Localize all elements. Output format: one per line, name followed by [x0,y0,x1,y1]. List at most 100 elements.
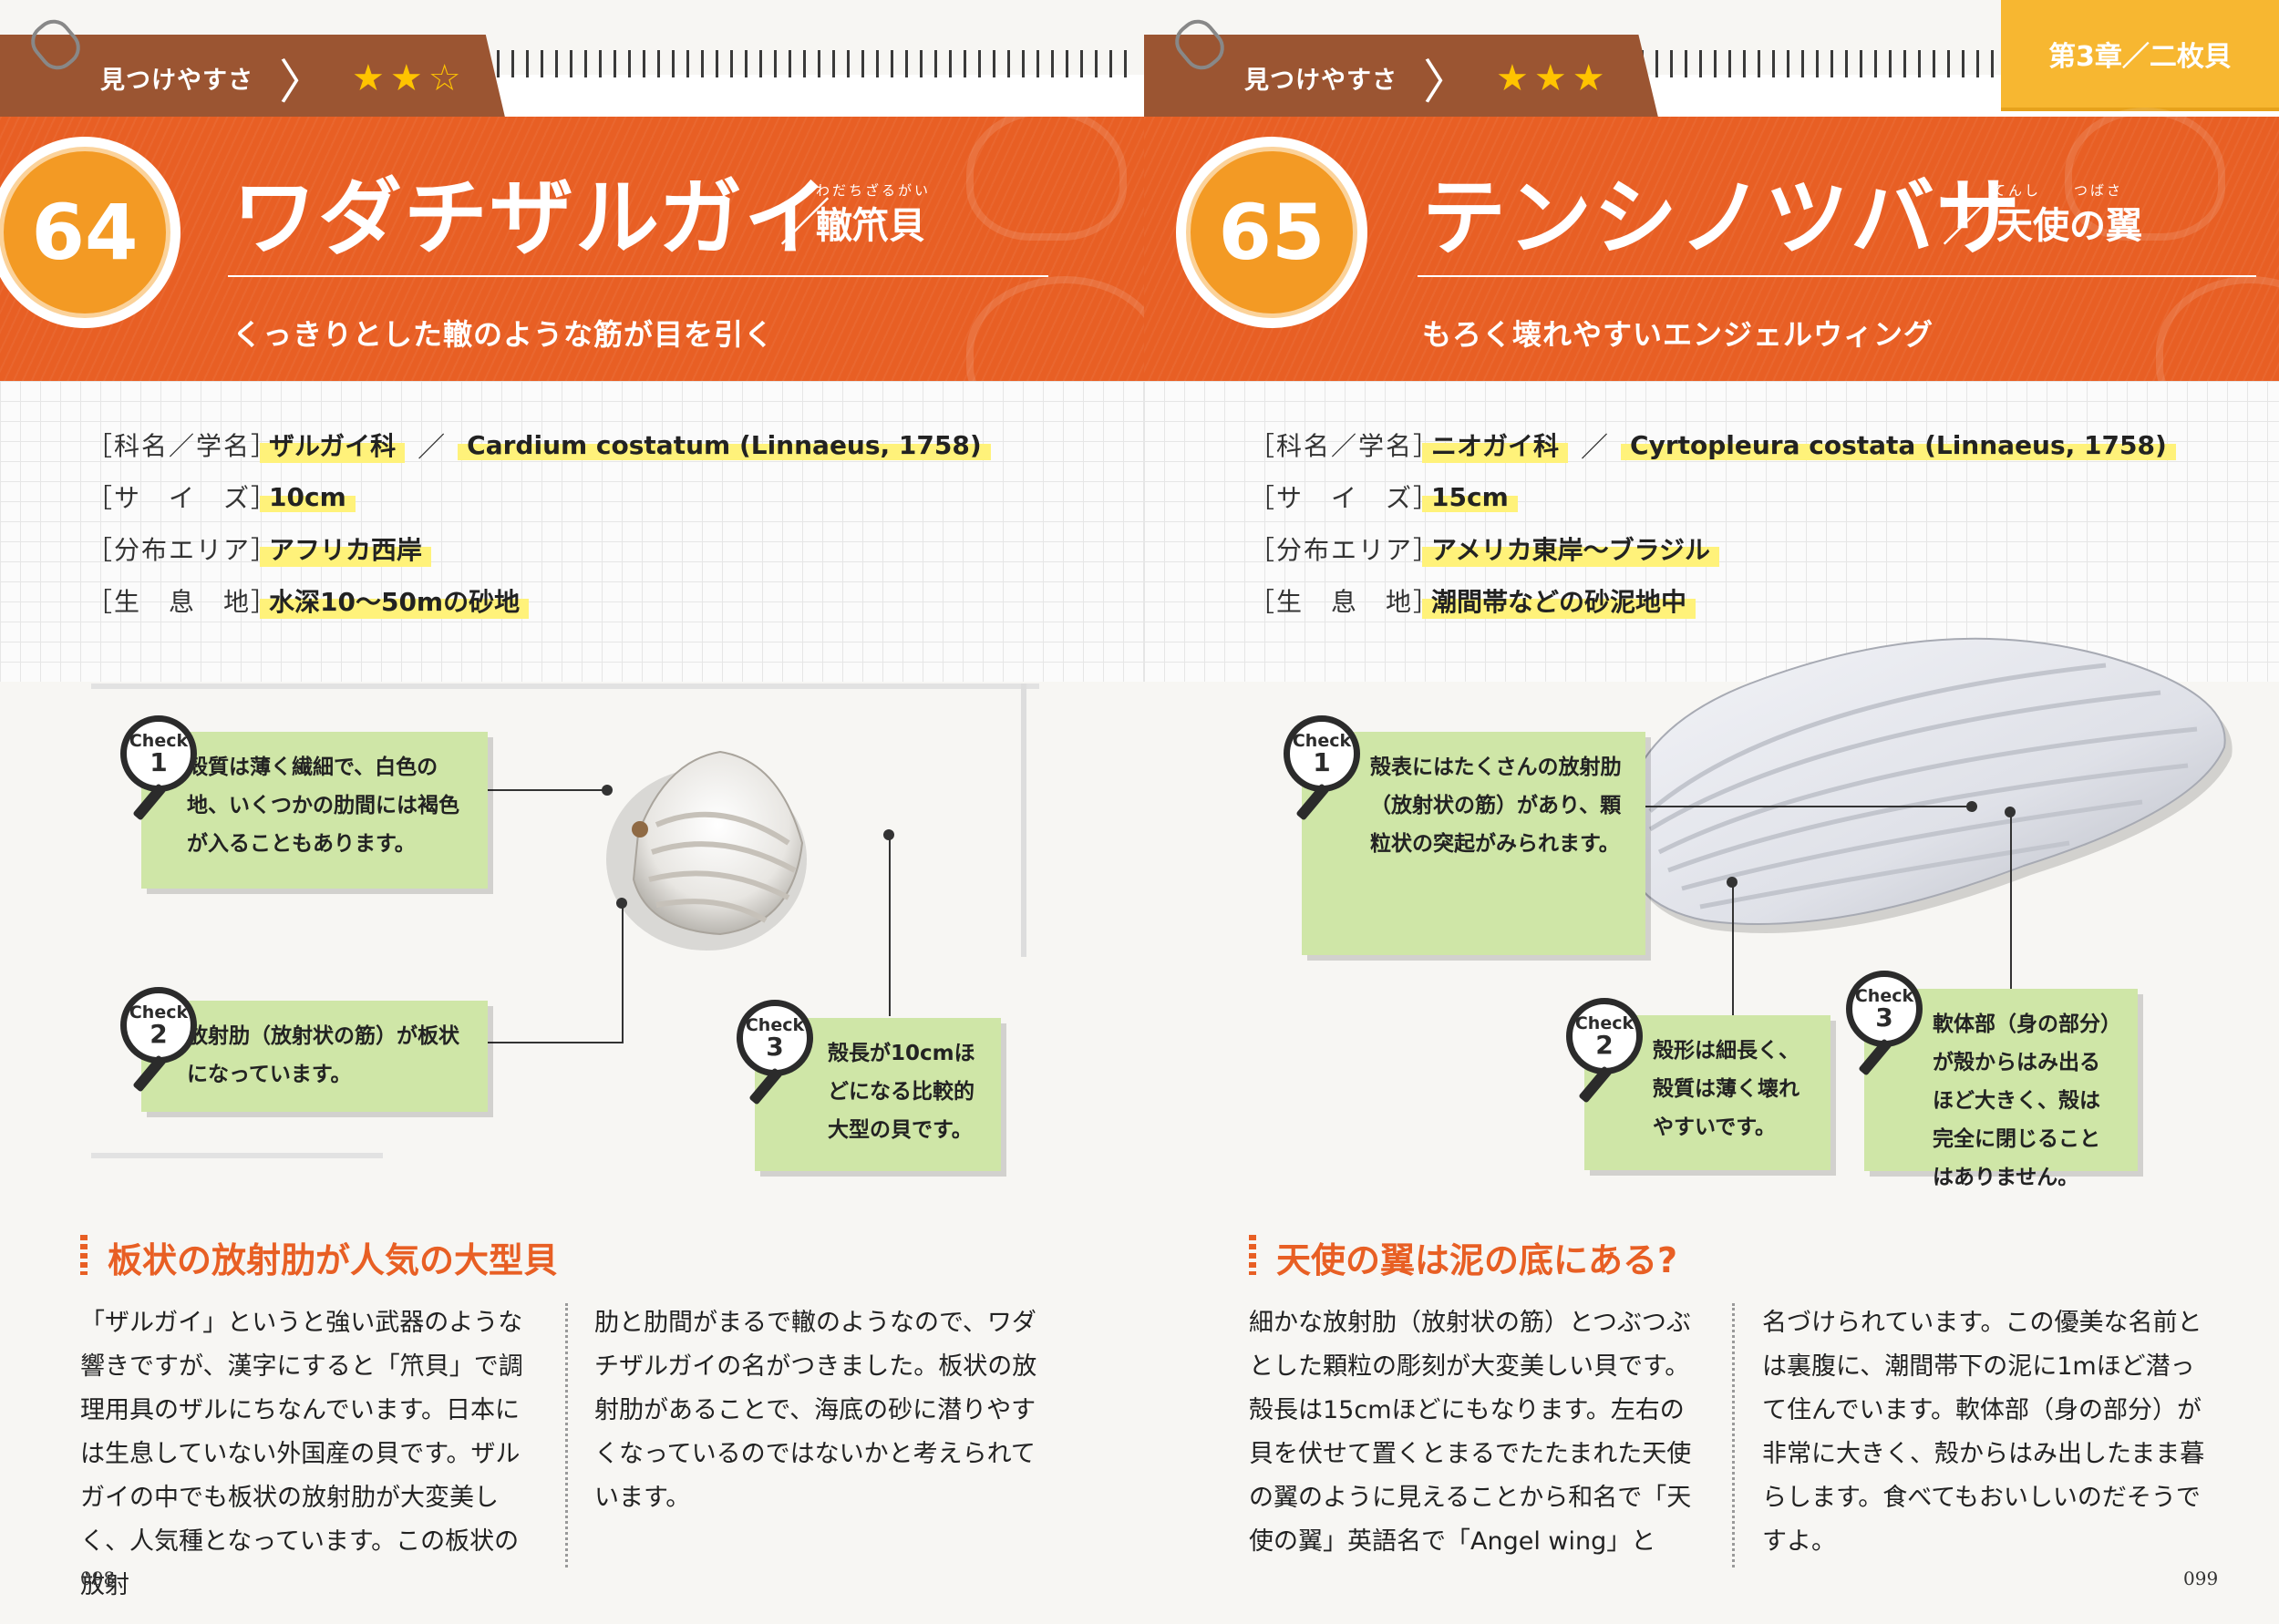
shell-decoration-icon [2065,108,2225,241]
species-subtitle: くっきりとした轍のような筋が目を引く [232,317,775,352]
leader-line [2010,816,2012,989]
rating-stars: ★★☆ [352,57,467,99]
body-column-1: 「ザルガイ」というと強い武器のような響きですが、漢字にすると「笊貝」で調理用具の… [80,1309,523,1599]
leader-dot [883,829,894,840]
star-icon: ★★ [352,57,428,99]
species-title: テンシノツバサ [1422,170,2023,267]
title-banner [0,108,1144,427]
rating-tab: 見つけやすさ 〉 ★★★ [1144,35,1659,121]
info-row-habitat: ［生 息 地］ 水深10〜50mの砂地 [87,582,530,619]
info-value: ニオガイ科 [1422,427,1569,463]
check-word: Check [129,1002,189,1023]
info-label: ［科名／学名］ [87,431,279,461]
chapter-tab: 第3章／二枚貝 [2001,0,2279,108]
check-word: Check [1854,985,1914,1006]
body-column-1: 細かな放射肋（放射状の筋）とつぶつぶとした顆粒の彫刻が大変美しい貝です。殻長は1… [1249,1309,1692,1556]
body-column-2: 肋と肋間がまるで轍のようなので、ワダチザルガイの名がつきました。板状の放射肋があ… [594,1309,1037,1512]
leader-dot [1966,801,1977,812]
star-icon: ★★★ [1496,57,1611,99]
info-value: ザルガイ科 [260,427,406,463]
page-number: 098 [80,1567,116,1589]
photo-frame-right [1021,684,1026,957]
shell-decoration-icon [966,108,1127,241]
check-number: 3 [766,1031,784,1062]
species-subtitle: もろく壊れやすいエンジェルウィング [1422,317,1934,352]
species-kanji-name: 轍笊貝 [816,205,925,247]
chevron-right-icon: 〉 [1423,56,1471,110]
check-number: 2 [1595,1029,1614,1060]
body-column-2: 名づけられています。この優美な名前とは裏腹に、潮間帯下の泥に1mほど潜って住んで… [1762,1309,2205,1556]
info-value: Cyrtopleura costata (Linnaeus, 1758) [1621,429,2176,460]
info-label: ［科名／学名］ [1249,431,1441,461]
section-title: 天使の翼は泥の底にある? [1276,1240,1678,1280]
species-title: ワダチザルガイ [232,170,830,267]
species-number-badge: 65 [1176,137,1367,328]
title-ruby: てんし つばさ [1992,182,2124,199]
check-word: Check [129,730,189,751]
photo-frame-bottom [91,1153,383,1158]
info-row-family: ［科名／学名］ ニオガイ科 ／ Cyrtopleura costata (Lin… [1249,427,2176,464]
check-word: Check [745,1014,805,1035]
leader-dot [602,785,613,796]
species-number: 65 [1186,147,1357,318]
chevron-right-icon: 〉 [279,56,327,110]
info-value: 10cm [260,481,356,512]
leader-line [889,834,891,1016]
info-value: Cardium costatum (Linnaeus, 1758) [458,429,991,460]
section-title: 板状の放射肋が人気の大型貝 [108,1240,559,1280]
check-number: 2 [150,1018,168,1049]
leader-line [1645,806,1974,807]
info-row-size: ［サ イ ズ］ 15cm [1249,478,1518,515]
info-label: ［分布エリア］ [1249,535,1441,565]
check-note-2: 放射肋（放射状の筋）が板状になっています。 [141,1001,488,1112]
spiral-binding [497,50,1135,77]
leader-line [488,1042,624,1043]
info-value: アメリカ東岸〜ブラジル [1422,530,1720,567]
leader-line [622,907,624,1043]
check-note-3: 軟体部（身の部分）が殻からはみ出るほど大きく、殻は完全に閉じることはありません。 [1864,989,2138,1189]
info-row-area: ［分布エリア］ アフリカ西岸 [87,530,432,567]
section-bar [80,1235,88,1275]
leader-line [488,789,606,791]
species-number: 64 [0,147,170,318]
info-slash: ／ [1581,432,1609,464]
info-row-area: ［分布エリア］ アメリカ東岸〜ブラジル [1249,530,1720,567]
rating-tab: 見つけやすさ 〉 ★★☆ [0,35,506,121]
info-value: アフリカ西岸 [260,530,432,567]
title-rule [228,275,1048,277]
info-value: 15cm [1422,481,1518,512]
section-bar [1249,1235,1256,1275]
rating-label: 見つけやすさ [100,67,253,95]
check-number: 1 [150,746,168,777]
spiral-binding [1641,50,2024,77]
angel-wing-shell-photo [1621,637,2233,933]
info-row-habitat: ［生 息 地］ 潮間帯などの砂泥地中 [1249,582,1696,619]
leader-dot [1727,877,1738,888]
check-number: 1 [1313,746,1331,777]
title-rule [1418,275,2256,277]
species-kanji-name: 天使の翼 [1996,205,2142,247]
page-number: 099 [2183,1567,2219,1589]
cockle-shell-photo [606,750,807,951]
info-slash: ／ [418,432,446,464]
check-note-1: 殻表にはたくさんの放射肋（放射状の筋）があり、顆粒状の突起がみられます。 [1302,732,1645,955]
column-divider [565,1303,568,1567]
info-row-size: ［サ イ ズ］ 10cm [87,478,356,515]
leader-dot [616,898,627,909]
title-slash: ／ [1942,194,1993,253]
check-number: 3 [1875,1002,1893,1033]
leader-dot [2005,807,2016,817]
check-word: Check [1574,1012,1634,1033]
info-label: ［生 息 地］ [1249,587,1441,617]
info-label: ［分布エリア］ [87,535,279,565]
title-ruby: わだちざるがい [816,182,932,199]
left-page: 見つけやすさ 〉 ★★☆ 64 ワダチザルガイ ／ わだちざるがい 轍笊貝 くっ… [0,12,1144,1599]
info-label: ［サ イ ズ］ [87,483,279,513]
info-row-family: ［科名／学名］ ザルガイ科 ／ Cardium costatum (Linnae… [87,427,991,464]
info-label: ［生 息 地］ [87,587,279,617]
